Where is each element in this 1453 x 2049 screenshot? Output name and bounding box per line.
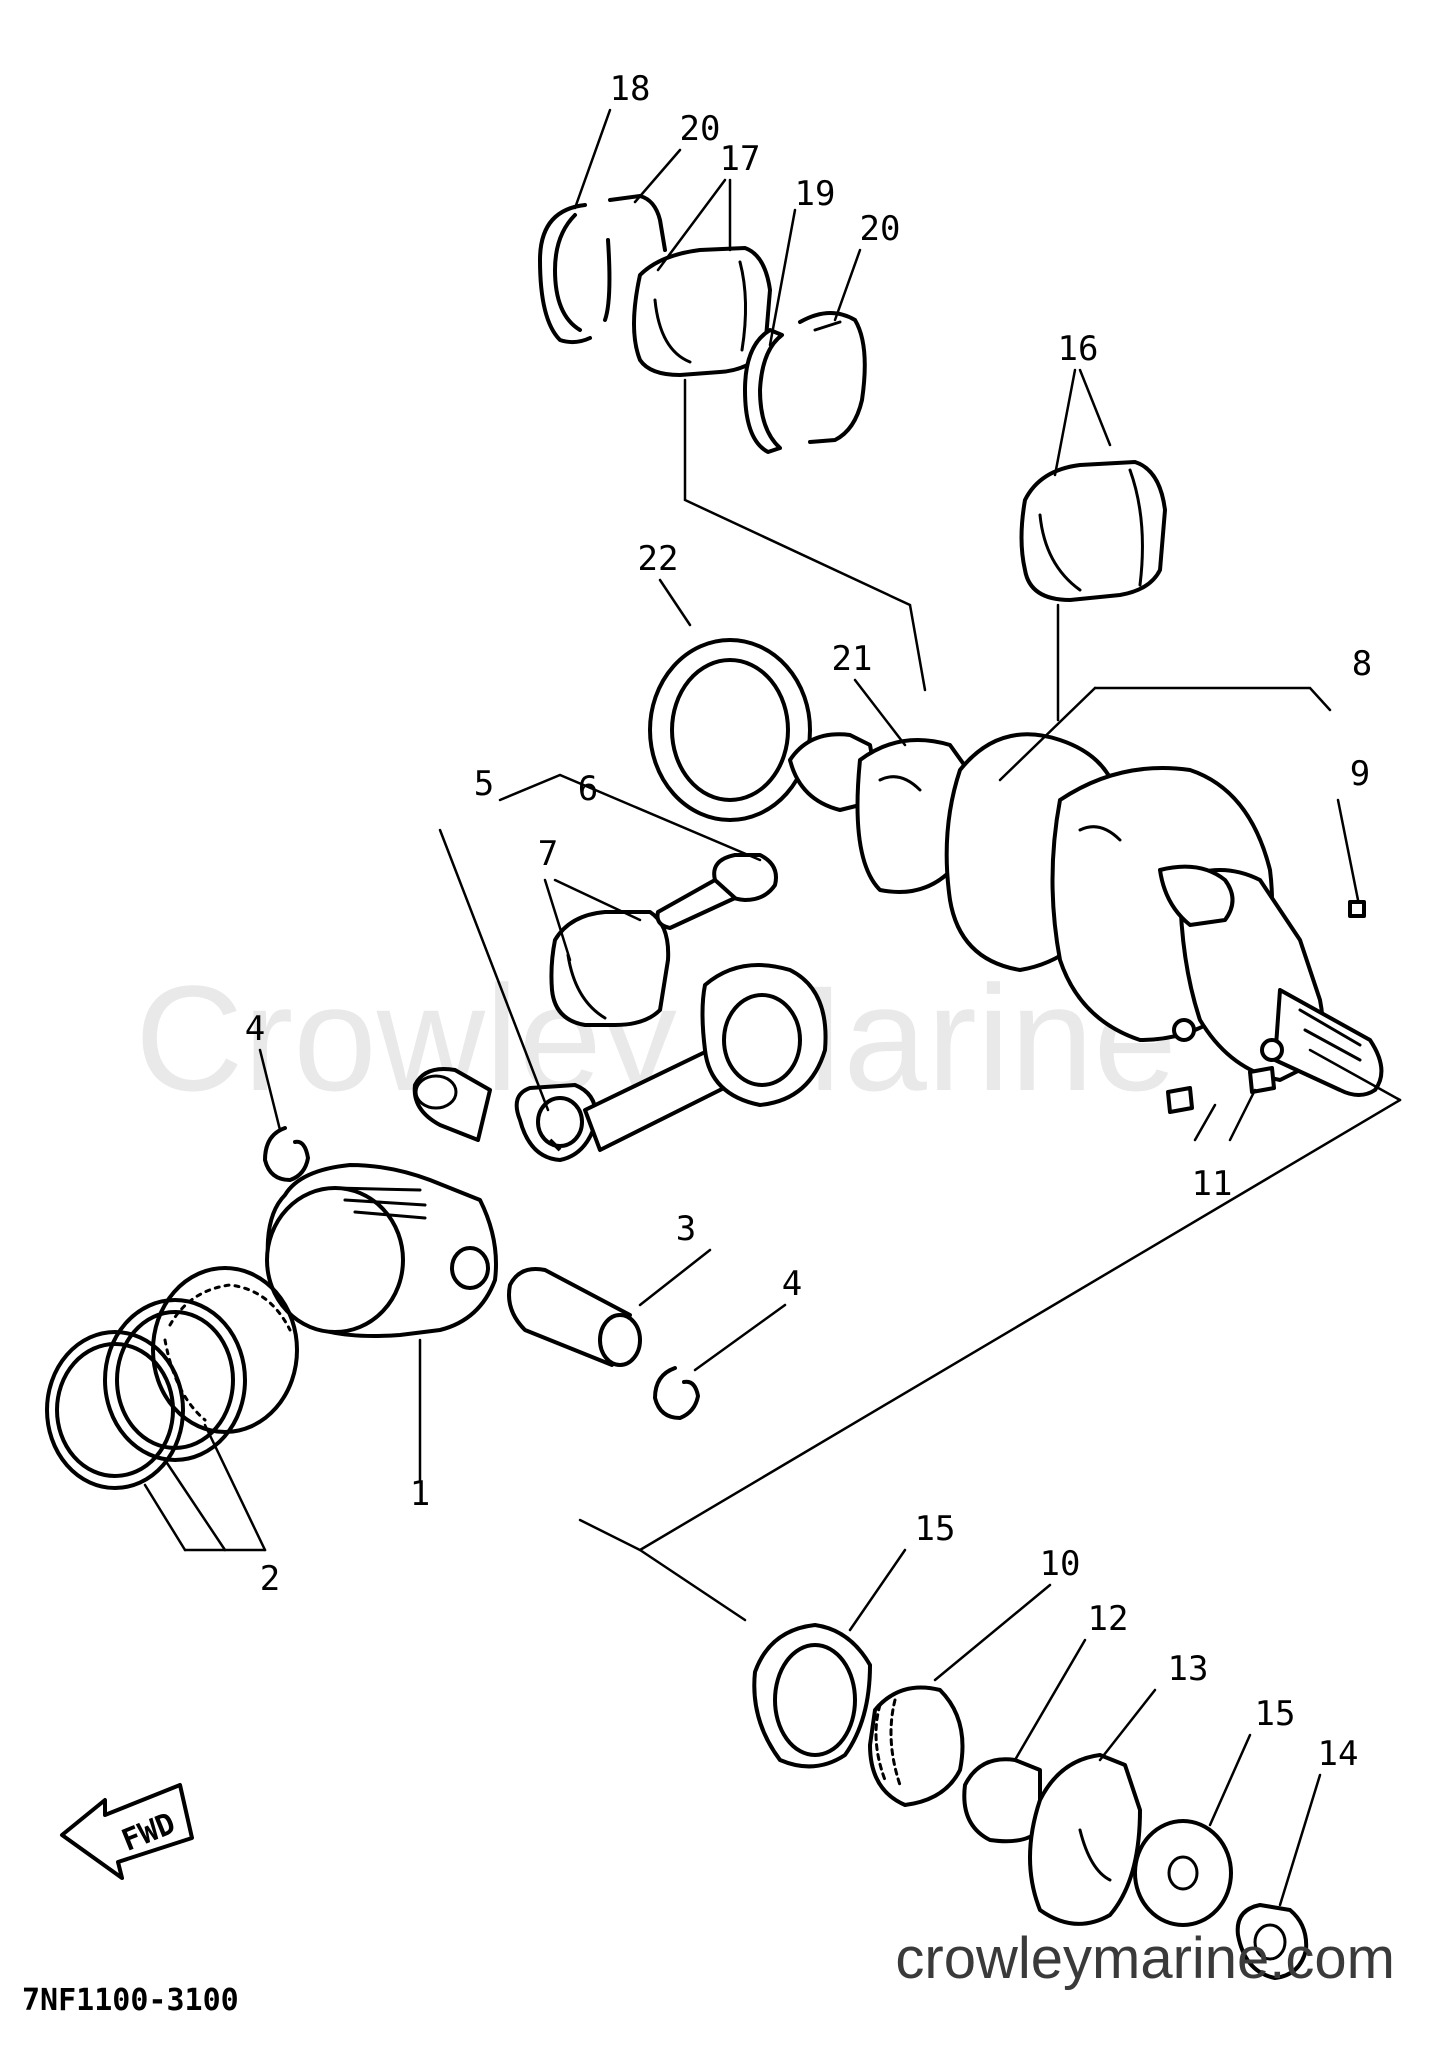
callout-13: 13 xyxy=(1168,1649,1209,1689)
callout-8: 8 xyxy=(1352,644,1372,684)
circlip-left xyxy=(263,1126,310,1182)
part-code: 7NF1100-3100 xyxy=(22,1983,239,2018)
callout-20a: 20 xyxy=(680,109,721,149)
nut xyxy=(1235,1903,1309,1980)
callout-labels: 18 20 17 19 20 16 22 21 8 9 5 6 7 4 3 4 … xyxy=(245,69,1372,1774)
washer xyxy=(1133,1819,1233,1927)
collar xyxy=(962,1757,1042,1844)
callout-20b: 20 xyxy=(860,209,901,249)
crank-bearing-lower xyxy=(752,1623,872,1769)
callout-14: 14 xyxy=(1318,1734,1359,1774)
conrod-bolt xyxy=(655,853,778,930)
fwd-arrow-icon: FWD xyxy=(60,1783,194,1880)
callout-4a: 4 xyxy=(245,1009,265,1049)
callout-1: 1 xyxy=(410,1474,430,1514)
main-bearing xyxy=(1019,460,1167,602)
circlip-right xyxy=(653,1366,700,1420)
callout-19a: 18 xyxy=(610,69,651,109)
callout-5: 5 xyxy=(474,764,494,804)
woodruff-key-b xyxy=(1248,1066,1276,1094)
callout-7: 7 xyxy=(538,834,558,874)
piston-rings xyxy=(45,1266,299,1490)
leader-lines xyxy=(143,108,1402,1907)
piston-pin xyxy=(507,1267,642,1367)
callout-12: 12 xyxy=(1088,1599,1129,1639)
callout-9: 9 xyxy=(1350,754,1370,794)
callout-16: 15 xyxy=(915,1509,956,1549)
conrod-bearing xyxy=(549,910,671,1027)
callout-18: 17 xyxy=(720,139,761,179)
callout-22: 22 xyxy=(638,539,679,579)
callout-10: 10 xyxy=(1040,1544,1081,1584)
callout-19b: 19 xyxy=(795,174,836,214)
drive-gear xyxy=(868,1685,965,1807)
callout-17: 16 xyxy=(1058,329,1099,369)
connecting-rod xyxy=(514,963,828,1162)
piston-pin-bushing xyxy=(412,1067,492,1142)
callout-6: 6 xyxy=(578,769,598,809)
pulley-hub xyxy=(1028,1753,1142,1926)
callout-4b: 4 xyxy=(782,1264,802,1304)
oil-seal xyxy=(648,638,812,822)
callout-3: 3 xyxy=(676,1209,696,1249)
callout-15: 15 xyxy=(1255,1694,1296,1734)
crank-bearing-set xyxy=(538,194,867,454)
callout-2: 2 xyxy=(260,1559,280,1599)
callout-11: 11 xyxy=(1192,1164,1233,1204)
callout-21: 21 xyxy=(832,639,873,679)
plug xyxy=(1348,900,1366,918)
crankshaft xyxy=(788,732,1384,1097)
site-url: crowleymarine.com xyxy=(895,1926,1395,1991)
piston xyxy=(265,1163,498,1338)
woodruff-key-a xyxy=(1166,1086,1194,1114)
